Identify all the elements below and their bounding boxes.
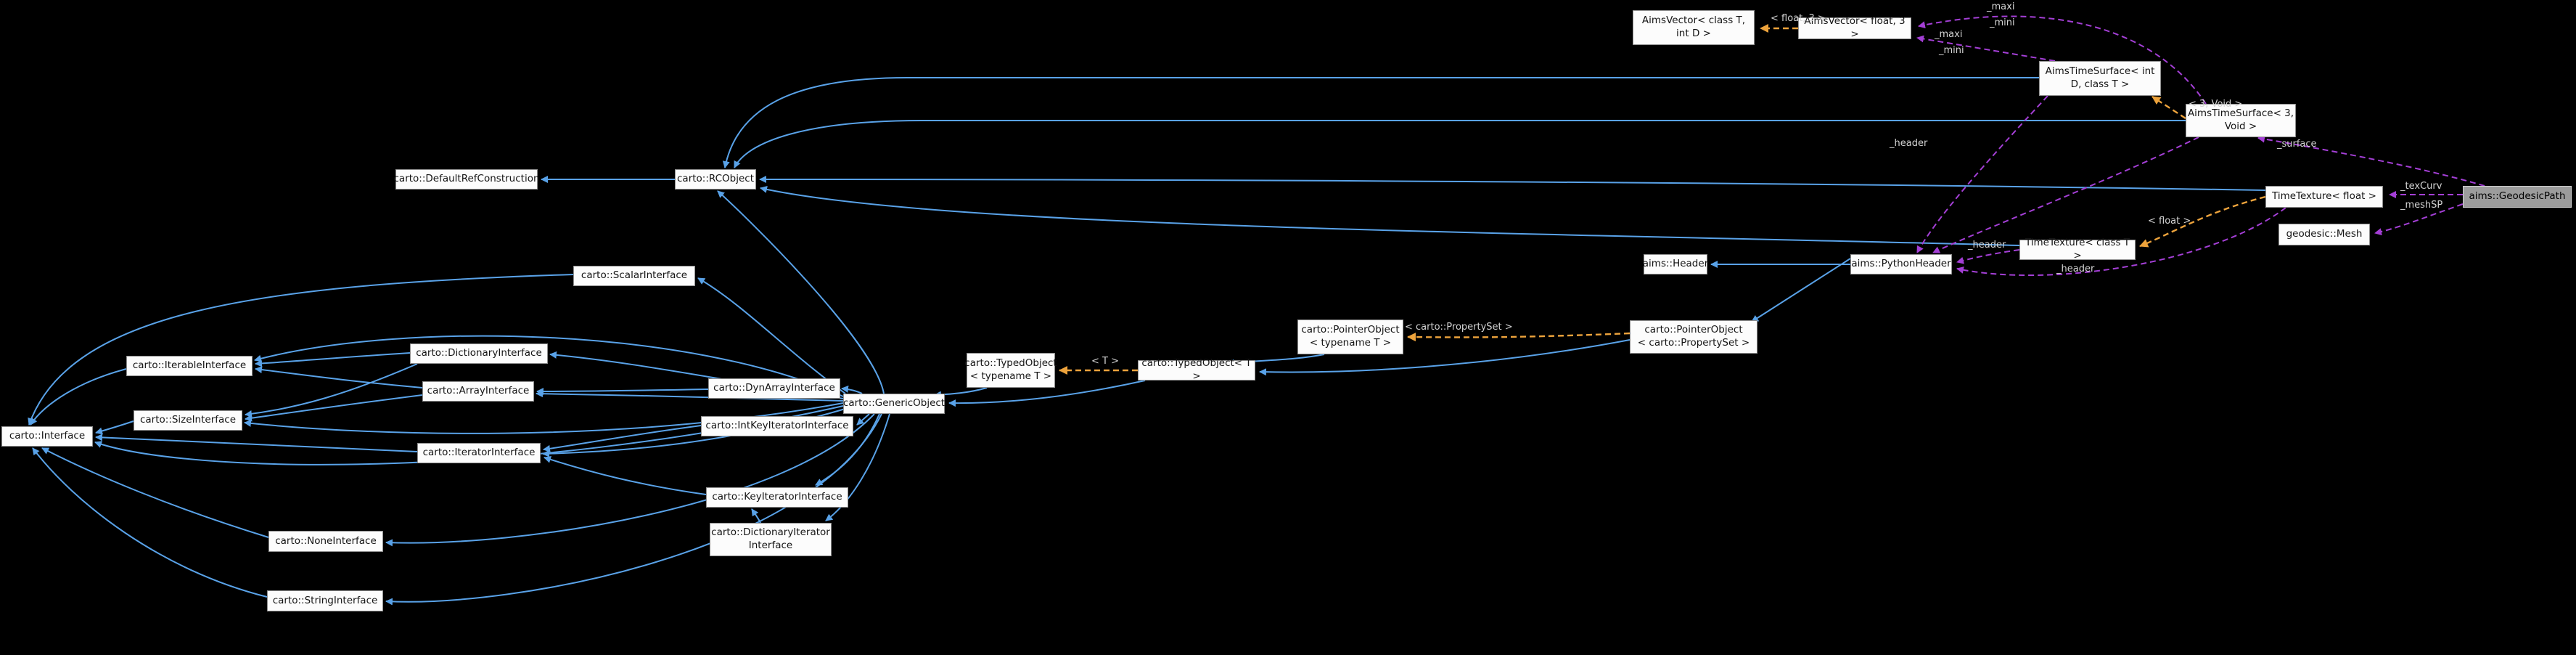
edge-timetexture-template-pythonheader-header — [1956, 249, 2020, 264]
edge-label-cartopropertyset: < carto::PropertySet > — [1405, 322, 1513, 333]
edge-stringinterface-interface — [32, 447, 268, 598]
edge-timetexture-float-pythonheader-header — [1956, 207, 2286, 277]
node-defaultrefconstruction[interactable]: carto::DefaultRefConstruction — [394, 169, 540, 190]
node-noneinterface[interactable]: carto::NoneInterface — [268, 531, 383, 552]
edge-aimstimesurface-template-rcobject — [722, 77, 2039, 168]
node-pointerobject-template[interactable]: carto::PointerObject < typename T > — [1297, 320, 1403, 354]
edge-aimstimesurface-3void-aimsvector-float3-maxi-mini — [1918, 15, 2207, 105]
edge-genericobject-rcobject — [717, 190, 885, 394]
edge-iterableinterface-interface — [30, 368, 127, 426]
node-timetexture-float[interactable]: TimeTexture< float > — [2265, 186, 2383, 208]
edge-label-header: _header — [1968, 240, 2006, 251]
node-dictionaryinterface[interactable]: carto::DictionaryInterface — [410, 343, 548, 364]
edge-aimstimesurface-3void-aimstimesurface-template — [2152, 95, 2186, 120]
edge-typedobject-t-genericobject — [948, 380, 1146, 407]
node-pythonheader[interactable]: aims::PythonHeader — [1850, 254, 1952, 274]
node-genericobject[interactable]: carto::GenericObject — [843, 394, 945, 414]
edge-label-float3: < float, 3 > — [1771, 13, 1826, 24]
edge-genericobject-noneinterface — [385, 413, 875, 547]
edge-geodesicpath-geodesic-mesh-meshsp — [2374, 203, 2464, 236]
edge-genericobject-stringinterface — [385, 413, 882, 606]
edge-scalarinterface-interface — [28, 274, 574, 426]
edge-genericobject-arrayinterface — [536, 390, 844, 402]
edge-dynarrayinterface-arrayinterface — [536, 387, 709, 395]
edge-label-mini: _mini — [1939, 45, 1964, 56]
edge-label-meshsp: _meshSP — [2400, 200, 2443, 211]
node-geodesic-mesh[interactable]: geodesic::Mesh — [2278, 224, 2370, 245]
edge-aimstimesurface-3void-rcobject — [734, 120, 2186, 168]
edge-label-3void: < 3, Void > — [2189, 99, 2243, 110]
node-iteratorinterface[interactable]: carto::IteratorInterface — [417, 443, 541, 463]
node-arrayinterface[interactable]: carto::ArrayInterface — [422, 381, 534, 402]
edge-intkeyiteratorinterface-iteratorinterface — [543, 425, 702, 452]
node-aimstimesurface-3void[interactable]: AimsTimeSurface< 3, Void > — [2186, 104, 2296, 137]
node-stringinterface[interactable]: carto::StringInterface — [267, 590, 383, 611]
node-pointerobject-propertyset[interactable]: carto::PointerObject < carto::PropertySe… — [1630, 320, 1757, 354]
edge-dictionaryiteratorinterface-keyiteratorinterface — [751, 508, 761, 524]
edge-noneinterface-interface — [41, 447, 269, 538]
edge-timetexture-float-timetexture-template — [2139, 195, 2266, 248]
edge-genericobject-interface — [94, 405, 844, 465]
edge-label-mini: _mini — [1990, 17, 2015, 28]
node-sizeinterface[interactable]: carto::SizeInterface — [134, 410, 242, 431]
node-dictionaryiteratorinterface[interactable]: carto::DictionaryIterator Interface — [710, 523, 832, 556]
node-aimsvector-template[interactable]: AimsVector< class T, int D > — [1633, 10, 1755, 45]
edge-arrayinterface-sizeinterface — [245, 394, 423, 422]
edge-genericobject-iterableinterface — [254, 335, 844, 397]
node-scalarinterface[interactable]: carto::ScalarInterface — [573, 266, 695, 286]
edge-pythonheader-pointerobject-propertyset — [1751, 258, 1851, 322]
edge-genericobject-dictionaryiteratorinterface — [825, 413, 890, 521]
edge-dictionaryinterface-sizeinterface — [245, 363, 418, 418]
edge-label-maxi: _maxi — [1987, 1, 2015, 12]
node-iterableinterface[interactable]: carto::IterableInterface — [126, 356, 253, 376]
edge-label-texcurv: _texCurv — [2400, 181, 2442, 192]
edge-label-header: _header — [2056, 264, 2095, 274]
node-timetexture-template[interactable]: TimeTexture< class T > — [2019, 237, 2136, 261]
edge-label-header: _header — [1890, 138, 1928, 149]
node-rcobject[interactable]: carto::RCObject — [675, 169, 756, 190]
edge-keyiteratorinterface-iteratorinterface — [543, 456, 707, 495]
edge-label-float: < float > — [2148, 216, 2191, 227]
edge-pointerobject-propertyset-pointerobject-template — [1407, 332, 1630, 342]
edge-aimstimesurface-template-aimsvector-float3-maxi-mini — [1916, 35, 2056, 62]
node-typedobject-template[interactable]: carto::TypedObject < typename T > — [964, 353, 1057, 388]
node-aimsvector-float3[interactable]: AimsVector< float, 3 > — [1798, 15, 1911, 40]
edge-label-t: < T > — [1091, 356, 1119, 367]
edge-genericobject-intkeyiteratorinterface — [856, 413, 870, 426]
edge-timetexture-template-rcobject — [760, 186, 2020, 246]
node-interface[interactable]: carto::Interface — [1, 426, 93, 447]
node-dynarrayinterface[interactable]: carto::DynArrayInterface — [708, 378, 840, 399]
edge-label-maxi: _maxi — [1935, 29, 1963, 40]
node-geodesicpath[interactable]: aims::GeodesicPath — [2463, 186, 2572, 208]
node-keyiteratorinterface[interactable]: carto::KeyIteratorInterface — [706, 487, 848, 508]
edge-aimstimesurface-template-pythonheader-header — [1916, 95, 2048, 253]
edge-aimstimesurface-3void-pythonheader-header — [1932, 137, 2199, 253]
edge-genericobject-scalarinterface — [697, 277, 846, 394]
node-aimstimesurface-template[interactable]: AimsTimeSurface< int D, class T > — [2039, 61, 2161, 96]
edge-pointerobject-propertyset-typedobject-t — [1259, 339, 1630, 376]
edge-dictionaryinterface-iterableinterface — [255, 352, 411, 367]
edge-iteratorinterface-interface — [95, 434, 418, 452]
edge-label-surface: _surface — [2277, 139, 2317, 150]
node-typedobject-t[interactable]: carto::TypedObject< T > — [1138, 357, 1255, 382]
edge-arrayinterface-iterableinterface — [255, 366, 423, 388]
node-header[interactable]: aims::Header — [1643, 254, 1708, 274]
edge-genericobject-dynarrayinterface — [841, 385, 863, 394]
edge-geodesicpath-aimstimesurface-3void-surface — [2257, 135, 2485, 187]
node-intkeyiteratorinterface[interactable]: carto::IntKeyIteratorInterface — [701, 416, 853, 436]
edge-timetexture-float-rcobject — [759, 176, 2266, 191]
edge-sizeinterface-interface — [95, 420, 134, 435]
